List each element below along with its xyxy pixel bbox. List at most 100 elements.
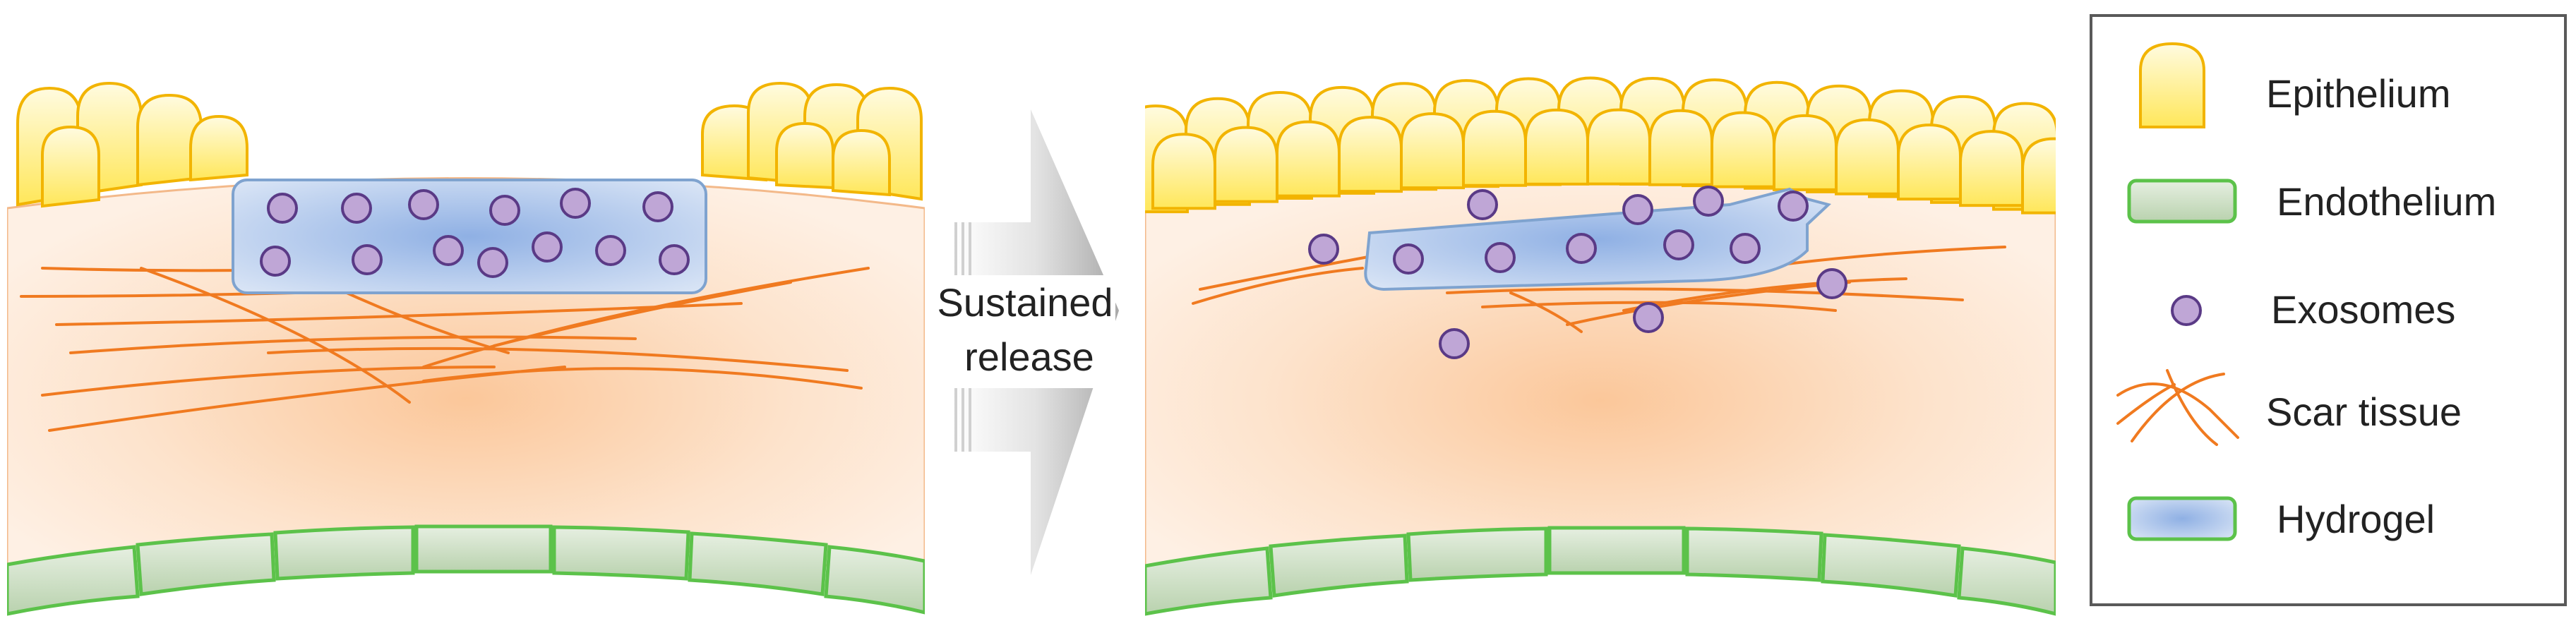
exosome [659,244,690,275]
epithelium-cell [136,93,203,187]
endothelium-cell [136,532,276,596]
epithelium-cell [2021,137,2056,215]
sustained-release-arrow: Sustained release [928,109,1119,575]
exosome [433,235,464,266]
exosome [1693,186,1724,217]
scar-fiber [1566,281,1851,326]
exosome [1566,233,1597,264]
scar-fiber [422,367,863,390]
endothelium-cell [7,545,140,616]
epithelium-cell [1897,123,1962,201]
exosome [1730,233,1761,264]
legend-item-exosomes: Exosomes [2171,287,2455,332]
scar-fiber [140,267,411,404]
endothelium-cell [1821,533,1961,598]
exosome [489,195,520,226]
legend-label-exosomes: Exosomes [2271,287,2455,332]
endothelium-cell [552,525,690,581]
panel-after [1145,76,2056,616]
epithelium-cell [1338,116,1403,193]
legend-label-endothelium: Endothelium [2277,179,2496,224]
endothelium-cell [1957,546,2056,616]
scar-fiber [69,335,637,354]
epithelium-cells-left [16,81,923,208]
exosomes-right [1308,186,1847,359]
exosome [1633,302,1664,333]
scar-fiber [493,281,792,347]
legend-item-hydrogel: Hydrogel [2127,496,2435,541]
epithelium-cell [1462,109,1527,187]
endothelium-cell [1547,526,1686,575]
hydrogel-patch [232,179,707,294]
epithelium-cell [832,128,891,197]
exosome [1816,268,1847,299]
exosome-swatch-icon [2171,295,2202,326]
exosomes-left [260,188,690,278]
exosome [595,235,626,266]
scar-fiber [1192,267,1364,305]
epithelium-cell [1959,130,2024,207]
epithelium-swatch-icon [2139,42,2205,128]
epithelium-cells-right [1145,76,2056,215]
scar-fiber [1509,291,1583,333]
exosome [1778,191,1809,222]
legend-item-epithelium: Epithelium [2139,42,2450,128]
epithelium-cell [1151,133,1216,210]
epithelium-cell [1586,108,1651,186]
hydrogel-swatch-icon [2127,496,2237,541]
epithelium-cell [1648,109,1713,186]
scar-fiber [267,346,849,372]
exosome [642,191,673,222]
legend-label-hydrogel: Hydrogel [2277,497,2435,541]
endothelium-cell [1269,533,1409,598]
exosome [477,247,508,278]
endothelium-cell [1685,526,1823,582]
exosome [1622,194,1653,225]
endothelium-cell [414,524,553,574]
scar-swatch-icon [2116,382,2239,439]
endothelium-cell [1145,546,1273,616]
exosome [341,193,372,224]
scar-fiber [1622,277,1907,312]
legend-item-scar-tissue: Scar tissue [2116,369,2462,446]
scar-swatch-icon [2116,383,2176,425]
arrow-label-line2: release [964,334,1094,379]
endothelium-cell [824,545,925,615]
exosome [1393,243,1424,275]
arrow-label-bg [928,275,1115,388]
panel-before [7,81,925,616]
epithelium-cell [41,125,100,208]
epithelium-cell [1400,112,1465,190]
scar-fiber [41,366,496,397]
exosome [1439,328,1470,359]
exosome [260,246,291,277]
epithelium-cell [1214,126,1278,203]
epithelium-cell [775,121,834,190]
epithelium-cell [1524,108,1589,186]
legend-item-endothelium: Endothelium [2127,179,2496,224]
epithelium-cell [1276,120,1341,198]
scar-swatch-icon [2166,369,2218,446]
exosome [532,231,563,263]
legend-label-scar-tissue: Scar tissue [2266,390,2462,434]
epithelium-cell [1711,111,1775,188]
endothelium-cells-left [7,524,925,616]
scar-fiber [1199,253,1385,291]
endothelium-swatch-icon [2127,179,2237,224]
scar-fiber [422,267,870,368]
exosome [1485,242,1516,273]
arrow-label-line1: Sustained [937,280,1113,325]
epithelium-cell [1835,118,1900,195]
scar-fiber [1446,287,1964,301]
endothelium-cells-right [1145,526,2056,616]
legend-label-epithelium: Epithelium [2266,71,2450,116]
epithelium-cell [189,114,248,182]
exosome [352,244,383,275]
exosome [560,188,591,219]
exosome [1663,229,1694,260]
exosome [1467,189,1498,220]
legend: Epithelium Endothelium Exosomes Scar tis… [2090,14,2567,606]
exosome [267,193,298,224]
scar-swatch-icon [2131,373,2225,442]
